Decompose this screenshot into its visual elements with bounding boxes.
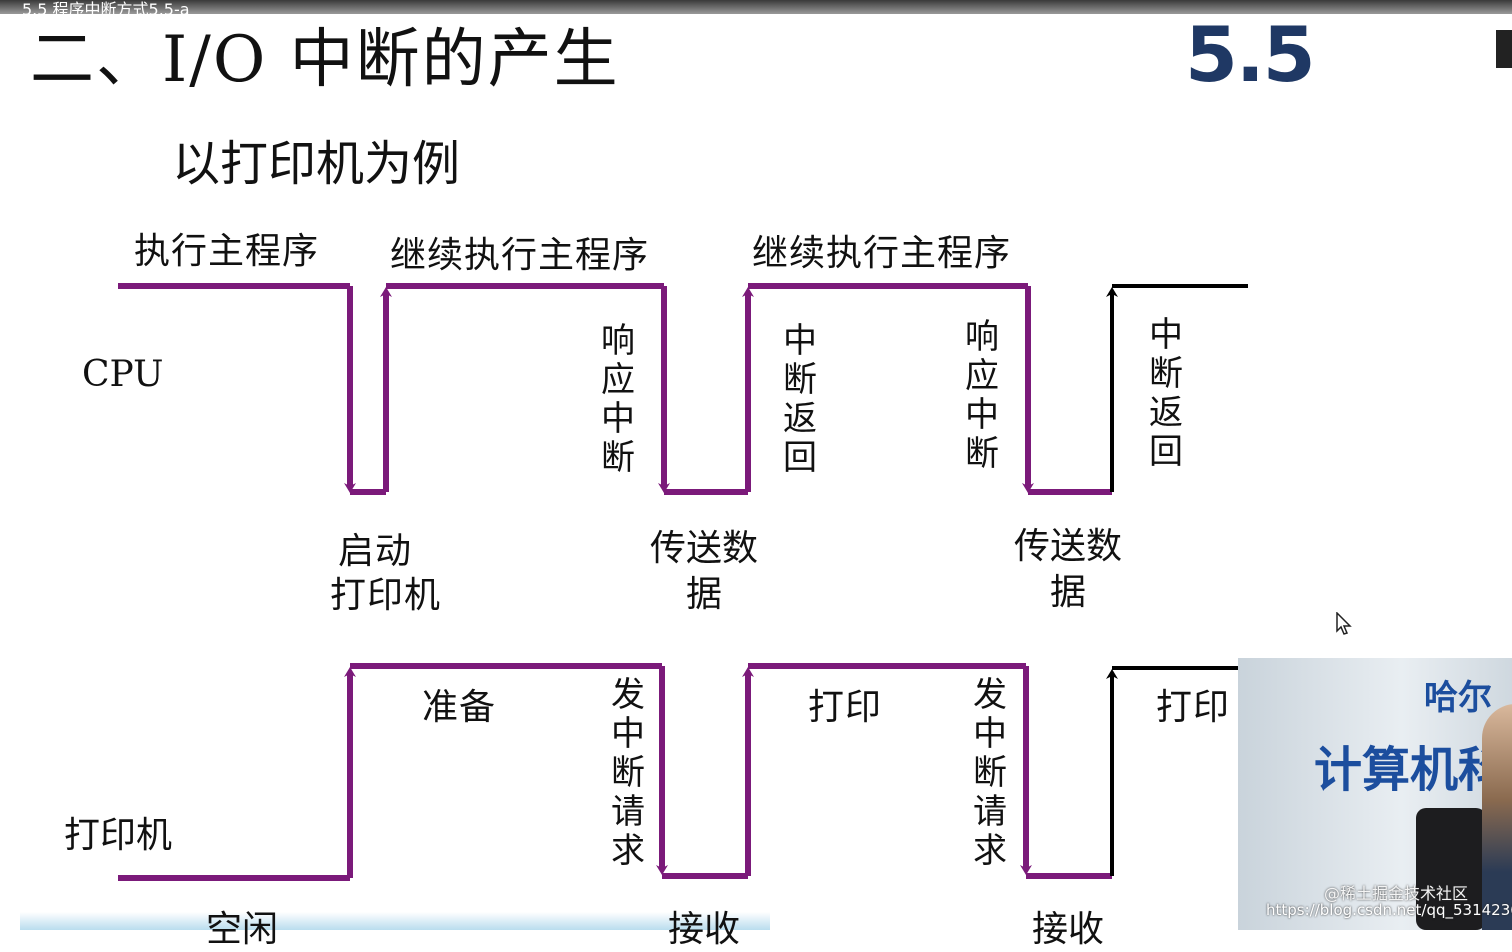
- label-transfer-data-2: 传送数据: [1013, 526, 1122, 613]
- lecturer-video-overlay: 哈尔 计算机科: [1238, 658, 1512, 930]
- label-idle-partial: 空闲: [206, 909, 279, 950]
- printer-signal-next: [1106, 666, 1240, 876]
- phase-continue-2: 继续执行主程序: [752, 233, 1012, 274]
- label-print-2: 打印: [1156, 687, 1231, 728]
- label-start: 启动: [338, 531, 413, 572]
- watermark-url: https://blog.csdn.net/qq_53142368: [1266, 901, 1512, 919]
- cpu-signal: [118, 283, 1112, 495]
- printer-signal: [118, 663, 1112, 881]
- timing-diagram: [118, 283, 1248, 881]
- label-respond-interrupt-1: 响应中断: [601, 321, 635, 478]
- bottom-scroll-band: [20, 912, 770, 930]
- label-interrupt-return-2: 中断返回: [1149, 315, 1183, 472]
- label-interrupt-return-1: 中断返回: [783, 321, 817, 478]
- slide-subtitle: 以打印机为例: [172, 136, 461, 192]
- label-receive-partial-1: 接收: [668, 909, 741, 950]
- side-handle: [1496, 30, 1512, 68]
- camera-wall-sign: 计算机科: [1314, 742, 1507, 798]
- slide-title: 二、I/O 中断的产生: [30, 23, 620, 97]
- label-send-irq-2: 发中断请求: [973, 675, 1007, 871]
- camera-wall-logo: 哈尔: [1424, 678, 1492, 718]
- cpu-signal-next: [1106, 284, 1248, 492]
- label-printer-device: 打印机: [330, 575, 442, 616]
- video-title-bar: 5.5 程序中断方式5.5-a: [0, 0, 1512, 19]
- video-title: 5.5 程序中断方式5.5-a: [22, 0, 190, 19]
- slide-number: 5.5: [1185, 10, 1316, 99]
- phase-exec-main: 执行主程序: [134, 231, 320, 272]
- label-print-1: 打印: [808, 687, 883, 728]
- label-send-irq-1: 发中断请求: [611, 675, 645, 871]
- row-label-printer: 打印机: [64, 815, 173, 856]
- label-receive-partial-2: 接收: [1032, 909, 1105, 950]
- camera-chair: [1416, 808, 1486, 930]
- watermark-community: @稀土掘金技术社区: [1324, 884, 1469, 903]
- label-transfer-data-1: 传送数据: [649, 528, 758, 615]
- phase-continue-1: 继续执行主程序: [390, 235, 650, 276]
- label-respond-interrupt-2: 响应中断: [965, 317, 999, 474]
- lecturer-figure: [1482, 704, 1512, 930]
- row-label-cpu: CPU: [82, 354, 164, 395]
- label-prepare: 准备: [422, 687, 497, 728]
- mouse-cursor-icon: [1336, 612, 1352, 635]
